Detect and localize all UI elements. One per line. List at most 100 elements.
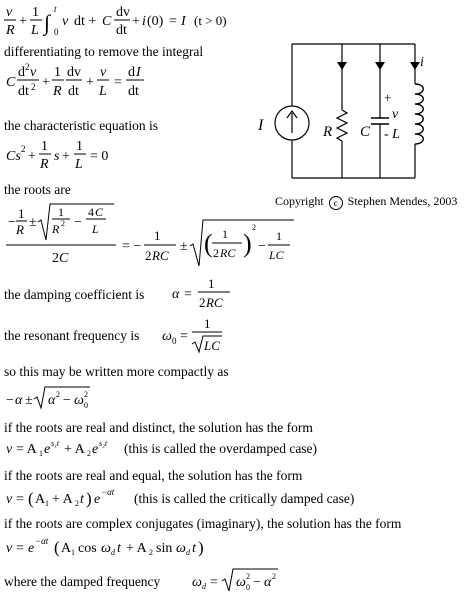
- svg-text:0: 0: [84, 401, 88, 410]
- svg-text:+: +: [132, 14, 140, 29]
- text-line: the damping coefficient is: [4, 287, 145, 302]
- svg-text:L: L: [91, 222, 99, 236]
- svg-text:=: =: [184, 287, 192, 302]
- svg-text:2: 2: [272, 572, 276, 581]
- svg-text:dt: dt: [68, 84, 79, 99]
- svg-text:=: =: [16, 541, 24, 556]
- minus-inductor-label: - L: [384, 127, 400, 142]
- svg-text:v: v: [30, 65, 37, 80]
- svg-text:(0): (0): [147, 14, 164, 29]
- svg-text:4: 4: [88, 205, 94, 219]
- svg-text:RC: RC: [219, 246, 236, 260]
- equation-node: − 1 R ± 1 R 2 − 4 C L 2 C = − 1 2 RC ± (…: [4, 200, 324, 270]
- text-line: where the damped frequency: [4, 574, 161, 589]
- svg-text:d: d: [18, 65, 25, 80]
- svg-text:v: v: [6, 442, 13, 457]
- svg-text:L: L: [30, 23, 39, 38]
- svg-text:v: v: [6, 492, 13, 507]
- svg-text:C: C: [102, 14, 112, 29]
- svg-text:RC: RC: [205, 295, 223, 310]
- equation-node: v = A 1 e s₁t + A 2 e s₂t: [4, 438, 134, 460]
- text-line: differentiating to remove the integral: [4, 44, 204, 59]
- arrow-down-icon: [337, 62, 347, 70]
- svg-text:= 0: = 0: [90, 149, 108, 164]
- svg-text:1: 1: [208, 276, 215, 291]
- svg-text:RC: RC: [151, 248, 169, 263]
- resistor-label: R: [322, 124, 332, 140]
- current-source-symbol: [274, 105, 310, 141]
- svg-text:2: 2: [149, 548, 153, 557]
- svg-text:0: 0: [54, 27, 59, 37]
- equation-node: ω d = ω 2 0 − α 2: [190, 566, 290, 596]
- capacitor-label: C: [360, 124, 371, 140]
- svg-text:−: −: [253, 575, 261, 590]
- svg-text:+: +: [28, 149, 36, 164]
- svg-text:1: 1: [154, 228, 161, 243]
- copyright-notice: Copyright c Stephen Mendes, 2003: [275, 194, 457, 210]
- svg-text:+: +: [19, 14, 27, 29]
- svg-text:I: I: [135, 65, 142, 80]
- equation-node: α = 1 2 RC: [170, 274, 250, 312]
- time-condition: (t > 0): [194, 13, 227, 28]
- svg-text:−αt: −αt: [35, 536, 49, 546]
- svg-text:ω: ω: [162, 329, 172, 344]
- svg-text:(: (: [28, 489, 34, 508]
- svg-text:2: 2: [213, 246, 219, 260]
- svg-text:dv: dv: [67, 65, 81, 80]
- svg-text:i: i: [142, 14, 146, 29]
- svg-text:cos: cos: [78, 541, 97, 556]
- text-line: the characteristic equation is: [4, 118, 159, 133]
- svg-text:1: 1: [32, 5, 39, 20]
- svg-text:−αt: −αt: [101, 487, 115, 497]
- svg-text:= A: = A: [16, 442, 38, 457]
- svg-text:C: C: [6, 75, 16, 90]
- svg-text:A: A: [61, 541, 72, 556]
- arrow-down-icon: [410, 62, 420, 70]
- svg-text:d: d: [186, 548, 191, 557]
- inductor-symbol: [414, 83, 424, 145]
- text-line: the resonant frequency is: [4, 328, 140, 343]
- svg-text:dt: dt: [116, 23, 127, 38]
- current-label: i: [420, 55, 424, 70]
- svg-text:1: 1: [41, 139, 48, 154]
- svg-text:ω: ω: [101, 541, 111, 556]
- equation-node: C d 2 v dt 2 + 1 R dv dt + v L = d I dt: [4, 62, 204, 102]
- svg-text:2: 2: [199, 295, 206, 310]
- svg-text:Cs: Cs: [6, 149, 21, 164]
- svg-text:−: −: [74, 215, 82, 230]
- arrow-up-icon: [286, 109, 298, 119]
- svg-text:v: v: [100, 65, 107, 80]
- svg-text:2: 2: [145, 248, 152, 263]
- text-line: if the roots are complex conjugates (ima…: [4, 516, 402, 531]
- svg-text:s₁t: s₁t: [51, 439, 60, 448]
- svg-text:2: 2: [31, 82, 36, 92]
- svg-text:LC: LC: [203, 338, 220, 353]
- text-line: (this is called the critically damped ca…: [134, 491, 355, 506]
- svg-text:+: +: [42, 75, 50, 90]
- svg-text:R: R: [51, 222, 60, 236]
- equation-node: v = ( A 1 + A 2 t ) e −αt: [4, 486, 154, 510]
- svg-text:dv: dv: [116, 5, 130, 20]
- svg-text:e: e: [92, 442, 98, 457]
- svg-text:−: −: [8, 215, 16, 230]
- svg-text:dt: dt: [128, 84, 139, 99]
- svg-text:1: 1: [58, 205, 64, 219]
- text-line: if the roots are real and equal, the sol…: [4, 468, 303, 483]
- svg-text:R: R: [15, 222, 24, 237]
- svg-text:R: R: [5, 23, 15, 38]
- svg-text:=: =: [114, 75, 122, 90]
- svg-text:−: −: [258, 239, 266, 254]
- svg-text:+: +: [86, 75, 94, 90]
- svg-text:α: α: [48, 393, 56, 408]
- svg-text:L: L: [74, 157, 83, 172]
- svg-text:dt: dt: [18, 84, 29, 99]
- svg-text:1: 1: [71, 548, 75, 557]
- svg-text:+ A: + A: [52, 492, 74, 507]
- svg-text:2: 2: [61, 219, 65, 228]
- svg-text:ω: ω: [192, 575, 202, 590]
- resistor-symbol: [335, 109, 349, 142]
- text-line: so this may be written more compactly as: [4, 364, 229, 379]
- svg-text:2: 2: [246, 572, 250, 581]
- svg-text:C: C: [95, 205, 104, 219]
- svg-text:α: α: [172, 287, 180, 302]
